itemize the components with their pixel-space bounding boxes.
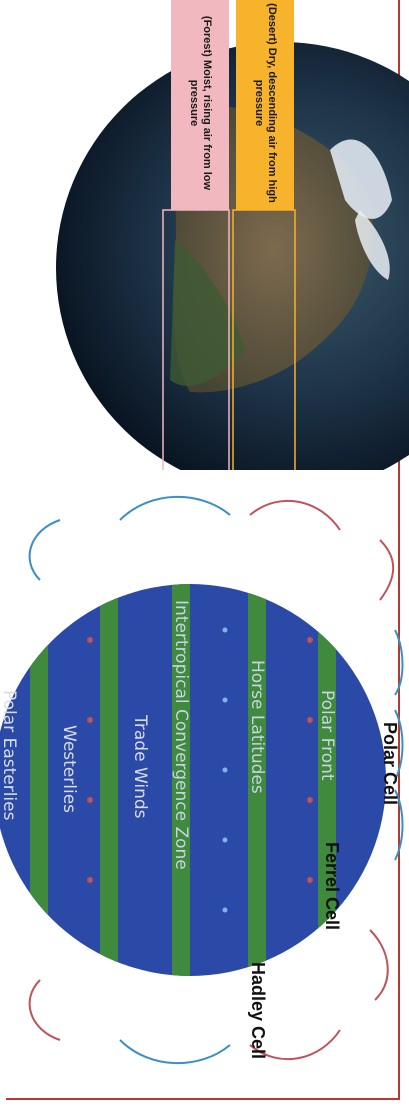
desert-callout: (Desert) Dry, descending air from high p… bbox=[236, 0, 294, 210]
polar-cell-label: Polar Cell bbox=[380, 722, 400, 806]
label-westerlies: Westerlies bbox=[59, 725, 79, 813]
ferrel-cell-label: Ferrel Cell bbox=[322, 842, 342, 931]
band-polar-front bbox=[318, 584, 336, 976]
forest-strip bbox=[162, 209, 230, 470]
band-subpolar bbox=[30, 584, 48, 976]
border-frame bbox=[6, 0, 400, 1100]
globe-disc bbox=[0, 584, 386, 976]
desert-strip bbox=[232, 209, 296, 470]
earth-image bbox=[56, 42, 409, 470]
hadley-cell-label: Hadley Cell bbox=[248, 962, 268, 1060]
desert-callout-text: (Desert) Dry, descending air from high p… bbox=[253, 3, 278, 203]
label-trade-winds: Trade Winds bbox=[130, 714, 150, 819]
band-subtropical bbox=[100, 584, 118, 976]
forest-callout-text: (Forest) Moist, rising air from low pres… bbox=[188, 15, 213, 191]
label-horse-latitudes: Horse Latitudes bbox=[247, 660, 267, 794]
band-itcz bbox=[172, 584, 190, 976]
circulation-diagram: Polar Front Horse Latitudes Intertropica… bbox=[0, 495, 404, 1065]
label-polar-front: Polar Front bbox=[317, 690, 337, 781]
band-horse-latitudes bbox=[248, 584, 266, 976]
label-itcz: Intertropical Convergence Zone bbox=[171, 600, 191, 870]
forest-callout: (Forest) Moist, rising air from low pres… bbox=[171, 0, 229, 210]
label-polar-easterlies: Polar Easterlies bbox=[0, 690, 19, 821]
